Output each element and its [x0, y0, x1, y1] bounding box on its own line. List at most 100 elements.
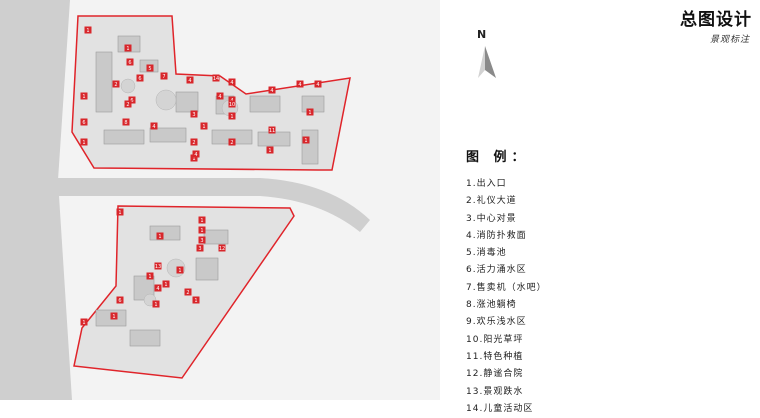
map-marker: 4: [314, 80, 322, 88]
map-marker-box: [228, 112, 236, 120]
map-marker: 10: [228, 100, 236, 108]
map-marker: 5: [146, 64, 154, 72]
map-marker-label: 1: [202, 124, 205, 130]
map-marker-label: 4: [194, 152, 197, 158]
map-marker-box: [198, 216, 206, 224]
legend-item: 4.消防扑救面: [466, 230, 527, 241]
map-marker: 1: [306, 108, 314, 116]
map-marker-box: [146, 272, 154, 280]
map-marker: 6: [80, 118, 88, 126]
map-marker-box: [110, 312, 118, 320]
map-marker: 4: [154, 284, 162, 292]
legend-item: 2.礼仪大道: [466, 196, 517, 207]
map-marker-label: 1: [164, 282, 167, 288]
brand-subtitle: 景观标注: [709, 35, 750, 45]
map-marker-label: 1: [230, 114, 233, 120]
map-marker: 1: [152, 300, 160, 308]
map-marker-box: [80, 118, 88, 126]
map-marker-box: [302, 136, 310, 144]
map-marker-label: 1: [154, 302, 157, 308]
map-marker-box: [268, 86, 276, 94]
map-marker-label: 4: [316, 82, 319, 88]
map-marker-box: [80, 138, 88, 146]
map-marker-box: [112, 80, 120, 88]
map-marker-box: [314, 80, 322, 88]
map-marker-label: 11: [269, 128, 275, 134]
map-marker: 1: [84, 26, 92, 34]
map-marker-box: [192, 296, 200, 304]
map-marker-label: 4: [270, 88, 273, 94]
map-marker-label: 1: [82, 140, 85, 146]
map-marker-label: 4: [152, 124, 155, 130]
map-marker: 4: [268, 86, 276, 94]
map-marker-box: [146, 64, 154, 72]
map-marker-label: 1: [192, 156, 195, 162]
map-marker: 1: [80, 138, 88, 146]
map-marker: 1: [124, 44, 132, 52]
legend-item: 8.涨池躺椅: [466, 300, 517, 311]
map-marker: 1: [80, 92, 88, 100]
map-marker: 2: [112, 80, 120, 88]
north-arrow-icon: [478, 46, 496, 78]
map-marker-box: [150, 122, 158, 130]
legend-item: 12.静谧合院: [466, 369, 524, 380]
brand-title: 总图设计: [680, 10, 752, 30]
map-marker-label: 4: [230, 80, 233, 86]
map-marker-box: [186, 76, 194, 84]
map-marker-label: 2: [114, 82, 117, 88]
map-marker-label: 5: [148, 66, 151, 72]
map-marker-label: 1: [158, 234, 161, 240]
map-marker: 2: [190, 138, 198, 146]
map-marker-label: 3: [200, 238, 203, 244]
map-marker: 4: [216, 92, 224, 100]
map-marker: 1: [176, 266, 184, 274]
map-marker: 1: [110, 312, 118, 320]
map-marker: 2: [184, 288, 192, 296]
map-marker: 6: [116, 296, 124, 304]
map-marker: 14: [212, 74, 220, 82]
map-marker-box: [212, 74, 220, 82]
map-marker: 1: [192, 296, 200, 304]
map-marker-label: 1: [86, 28, 89, 34]
map-marker-box: [190, 154, 198, 162]
legend-item: 5.消毒池: [466, 248, 507, 259]
map-marker-label: 1: [200, 228, 203, 234]
map-marker-label: 2: [126, 102, 129, 108]
map-marker-box: [228, 100, 236, 108]
map-marker-box: [122, 118, 130, 126]
map-marker-box: [162, 280, 170, 288]
map-marker: 1: [200, 122, 208, 130]
map-marker: 1: [146, 272, 154, 280]
map-marker-label: 1: [304, 138, 307, 144]
map-marker-box: [116, 208, 124, 216]
map-marker-box: [296, 80, 304, 88]
map-marker-label: 4: [218, 94, 221, 100]
map-marker-label: 1: [118, 210, 121, 216]
map-marker-box: [124, 100, 132, 108]
map-marker-box: [192, 150, 200, 158]
map-marker: 3: [196, 244, 204, 252]
road-horizontal: [40, 178, 370, 232]
south-block-footprint: [73, 205, 295, 379]
map-marker: 1: [162, 280, 170, 288]
map-marker-label: 1: [178, 268, 181, 274]
legend-item: 1.出入口: [466, 179, 507, 189]
map-marker: 8: [122, 118, 130, 126]
map-marker-box: [116, 296, 124, 304]
map-marker: 1: [228, 112, 236, 120]
map-marker: 4: [192, 150, 200, 158]
map-marker: 3: [198, 236, 206, 244]
map-marker: 6: [136, 74, 144, 82]
map-marker-label: 14: [213, 76, 219, 82]
map-marker-box: [306, 108, 314, 116]
map-marker: 2: [124, 100, 132, 108]
map-marker-box: [154, 284, 162, 292]
legend-item: 6.活力涌水区: [466, 265, 527, 276]
map-marker: 3: [190, 110, 198, 118]
map-marker-label: 4: [188, 78, 191, 84]
site-plan-map: 11656741444426234101684111412111214411 1…: [0, 0, 440, 400]
map-marker: 7: [160, 72, 168, 80]
map-marker: 13: [154, 262, 162, 270]
